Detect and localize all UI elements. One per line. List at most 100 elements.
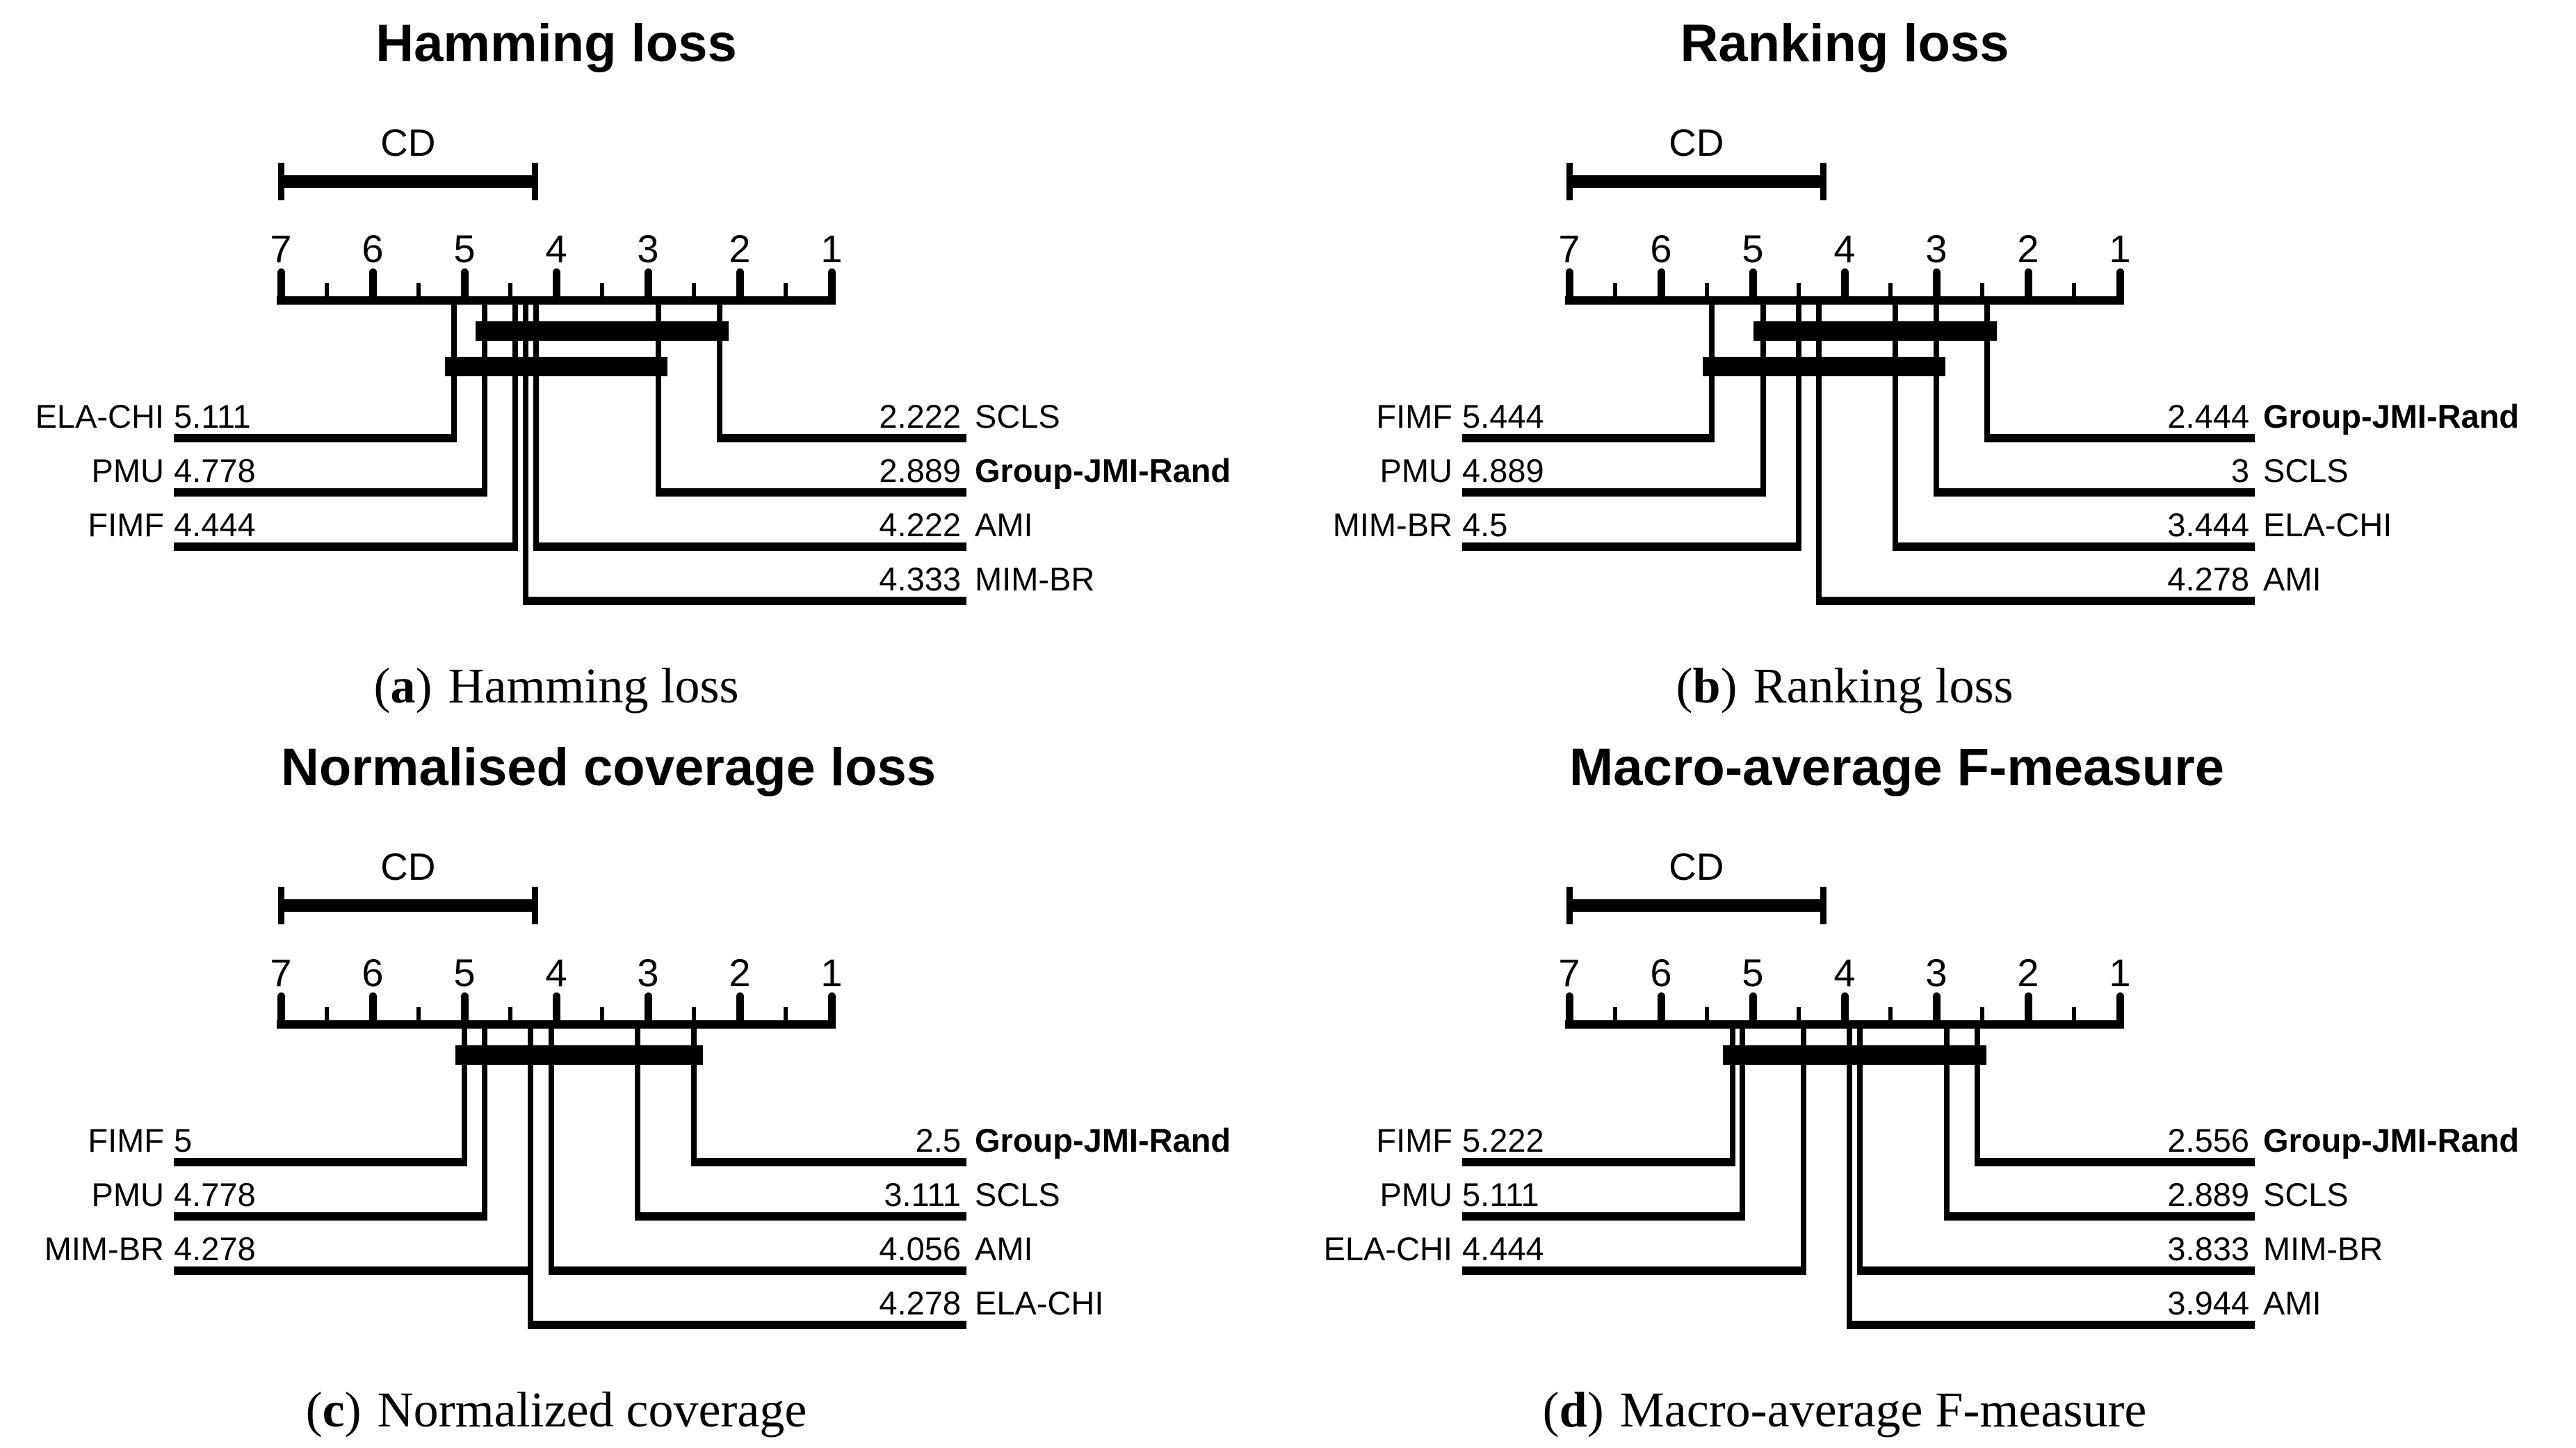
axis-tick-label: 4	[545, 227, 567, 271]
panel-title: Macro-average F-measure	[1569, 738, 2224, 797]
cd-interval-endcap	[278, 887, 284, 924]
method-name: PMU	[1379, 1176, 1452, 1213]
axis-minor-tick	[508, 1007, 512, 1020]
axis-minor-tick	[416, 1007, 421, 1020]
axis-minor-tick	[1980, 1007, 1984, 1020]
method-drop-line	[482, 1029, 488, 1221]
method-name: AMI	[2263, 561, 2322, 597]
axis-minor-tick	[325, 283, 329, 296]
subfigure-caption: (d)Macro-average F-measure	[1500, 1381, 2189, 1438]
axis-major-tick	[1566, 268, 1573, 296]
method-name: ELA-CHI	[2263, 506, 2392, 543]
method-rank-value: 3	[2230, 452, 2249, 489]
method-name: AMI	[2263, 1285, 2322, 1321]
method-rank-value: 4.778	[174, 1176, 256, 1213]
axis-tick-label: 2	[729, 227, 751, 271]
method-name: MIM-BR	[44, 1230, 164, 1267]
method-drop-line	[1760, 305, 1766, 497]
method-row-line	[174, 1266, 534, 1275]
method-row-line	[716, 434, 966, 442]
method-row-line	[1462, 542, 1801, 551]
method-rank-value: 5.111	[174, 398, 251, 435]
cd-interval-bar	[1569, 175, 1824, 188]
panel-title: Normalised coverage loss	[281, 738, 936, 797]
method-row-line	[1462, 1266, 1807, 1275]
axis-tick-label: 2	[729, 951, 751, 995]
method-row-line	[174, 488, 488, 497]
caption-letter: a	[390, 658, 416, 714]
axis-minor-tick	[325, 1007, 329, 1020]
method-name: Group-JMI-Rand	[975, 1122, 1231, 1159]
method-row-line	[174, 1212, 488, 1221]
method-row-line	[691, 1158, 966, 1166]
axis-minor-tick	[508, 283, 512, 296]
method-drop-line	[1984, 305, 1991, 442]
method-name: PMU	[91, 1176, 164, 1213]
method-row-line	[655, 488, 966, 497]
axis-minor-tick	[1980, 283, 1984, 296]
method-rank-value: 2.556	[2167, 1122, 2249, 1159]
cd-label: CD	[380, 845, 436, 888]
caption-suffix: )	[415, 658, 432, 714]
axis-tick-label: 7	[270, 227, 292, 271]
method-row-line	[1893, 542, 2255, 551]
caption-text: Hamming loss	[448, 658, 739, 714]
axis-minor-tick	[692, 1007, 696, 1020]
method-drop-line	[1801, 1029, 1807, 1275]
axis-tick-label: 1	[2109, 951, 2131, 995]
axis-tick-label: 2	[2017, 227, 2039, 271]
axis-minor-tick	[692, 283, 696, 296]
method-drop-line	[462, 1029, 467, 1166]
axis-major-tick	[736, 992, 744, 1020]
method-drop-line	[1816, 305, 1822, 605]
method-name: AMI	[975, 1230, 1033, 1267]
axis-minor-tick	[1797, 1007, 1801, 1020]
panel-title: Ranking loss	[1680, 14, 2009, 73]
method-name: PMU	[1379, 452, 1452, 489]
axis-tick-label: 5	[1742, 951, 1764, 995]
method-rank-value: 4.333	[879, 561, 961, 597]
caption-letter: c	[322, 1382, 345, 1438]
axis-major-tick	[369, 992, 377, 1020]
axis-tick-label: 3	[637, 951, 659, 995]
method-rank-value: 5.444	[1462, 398, 1544, 435]
method-name: MIM-BR	[2263, 1230, 2383, 1267]
clique-bar	[1723, 1045, 1986, 1065]
axis-tick-label: 7	[1558, 227, 1580, 271]
cd-interval-endcap	[531, 163, 538, 200]
axis-major-tick	[1933, 992, 1941, 1020]
method-drop-line	[1943, 1029, 1950, 1221]
method-rank-value: 5	[174, 1122, 193, 1159]
caption-text: Normalized coverage	[377, 1382, 807, 1438]
method-drop-line	[548, 1029, 554, 1275]
caption-prefix: (	[1676, 658, 1693, 714]
panel-title: Hamming loss	[375, 14, 737, 73]
method-rank-value: 5.111	[1462, 1176, 1539, 1213]
axis-tick-label: 7	[270, 951, 292, 995]
method-row-line	[528, 1321, 966, 1329]
axis-tick-label: 3	[1925, 227, 1947, 271]
axis-tick-label: 2	[2017, 951, 2039, 995]
cd-label: CD	[1669, 121, 1724, 164]
axis-minor-tick	[2072, 1007, 2076, 1020]
axis-minor-tick	[1613, 1007, 1617, 1020]
method-rank-value: 4.278	[174, 1230, 256, 1267]
axis-major-tick	[2116, 992, 2124, 1020]
method-rank-value: 4.278	[2167, 561, 2249, 597]
axis-minor-tick	[600, 1007, 604, 1020]
method-rank-value: 2.222	[879, 398, 961, 435]
method-rank-value: 3.833	[2167, 1230, 2249, 1267]
caption-letter: b	[1692, 658, 1721, 714]
axis-tick-label: 3	[1925, 951, 1947, 995]
method-rank-value: 3.944	[2167, 1285, 2249, 1321]
caption-suffix: )	[1587, 1382, 1604, 1438]
axis-major-tick	[2025, 268, 2032, 296]
method-drop-line	[655, 305, 661, 497]
axis-tick-label: 6	[1650, 951, 1672, 995]
axis-major-tick	[1749, 992, 1757, 1020]
method-row-line	[174, 434, 457, 442]
